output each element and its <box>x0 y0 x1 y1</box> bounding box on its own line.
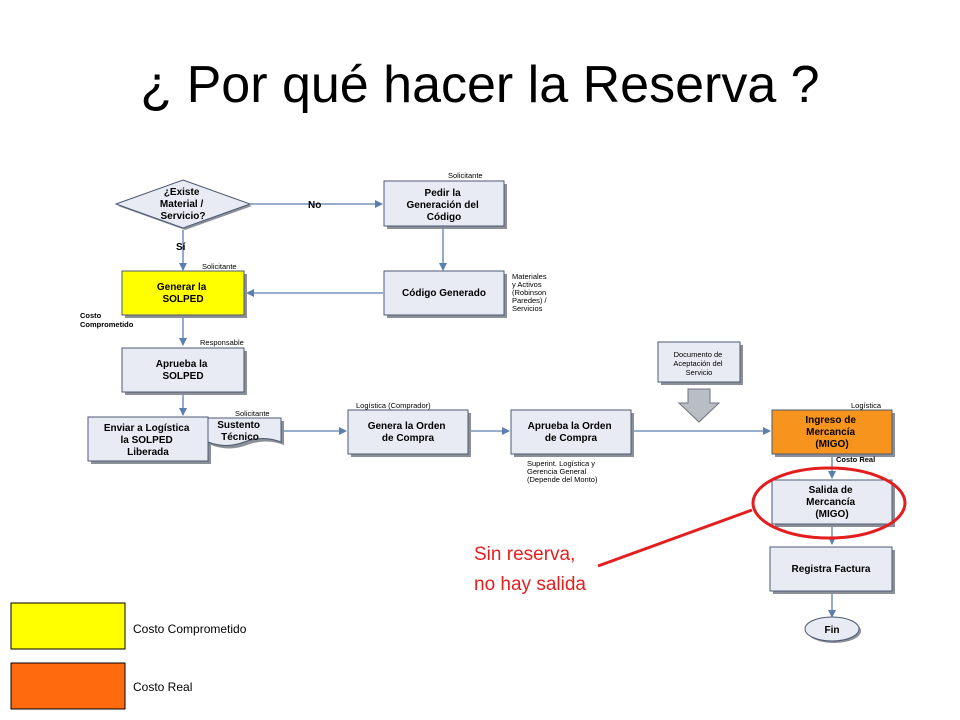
lane-label-superint-1: Superint. Logística y <box>527 459 595 468</box>
svg-text:Documento de Aceptación: Documento de Aceptación del Servicio <box>673 350 724 377</box>
svg-text:Materiales y Activos (: Materiales y Activos (Robinson Paredes) … <box>512 272 549 313</box>
node-pedir-line-3: Código <box>427 212 461 223</box>
callout-line-2: no hay salida <box>474 574 586 595</box>
legend-label-committed: Costo Comprometido <box>133 622 247 636</box>
node-existe-line-1: ¿Existe <box>164 187 200 198</box>
lane-label-solicitante-2: Solicitante <box>202 262 237 271</box>
node-existe-line-3: Servicio? <box>160 211 205 222</box>
callout-pointer-line <box>597 508 753 568</box>
node-factura-line-1: Registra Factura <box>792 564 871 575</box>
node-sustento-line-2: Técnico <box>221 432 259 443</box>
node-sustento-line-1: Sustento <box>217 420 260 431</box>
lane-label-materiales-1: Materiales <box>512 272 547 281</box>
svg-text:Costo Comprometido: Costo Comprometido <box>80 311 134 329</box>
svg-text:Sin reserva, no hay salida: Sin reserva, no hay salida <box>474 544 586 595</box>
lane-label-solicitante-3: Solicitante <box>235 409 270 418</box>
node-generar-line-1: Generar la <box>157 282 207 293</box>
node-aprueba-solped-line-1: Aprueba la <box>156 359 208 370</box>
legend: Costo Comprometido Costo Real <box>10 602 247 710</box>
node-generar-line-2: SOLPED <box>162 294 203 305</box>
node-factura: Registra Factura <box>769 546 895 594</box>
svg-text:¿Existe Material /: ¿Existe Material / Servicio? <box>160 187 206 222</box>
lane-label-responsable: Responsable <box>200 338 244 347</box>
node-salida-line-1: Salida de <box>809 485 853 496</box>
legend-swatch-committed <box>10 602 126 650</box>
lane-label-materiales-2: y Activos <box>512 280 542 289</box>
node-pedir-line-1: Pedir la <box>425 188 462 199</box>
svg-text:Sustento Técnico: Sustento Técnico <box>217 420 263 443</box>
node-generar: Generar la SOLPED <box>121 270 247 318</box>
lane-label-superint-3: (Depende del Monto) <box>527 475 598 484</box>
lane-label-materiales-4: Paredes) / <box>512 296 548 305</box>
node-codigo: Código Generado <box>383 270 507 318</box>
node-aprueba-oc: Aprueba la Orden de Compra <box>510 409 634 457</box>
node-salida: Salida de Mercancía (MIGO) <box>771 479 895 527</box>
node-fin-line-1: Fin <box>825 625 840 636</box>
node-existe-line-2: Material / <box>160 199 204 210</box>
node-aprueba-solped-line-2: SOLPED <box>162 371 203 382</box>
node-salida-line-3: (MIGO) <box>815 509 848 520</box>
svg-text:Superint. Logística y Gere: Superint. Logística y Gerencia General (… <box>527 459 598 484</box>
highlight-ellipse <box>751 466 907 540</box>
node-pedir-line-2: Generación del <box>406 200 478 211</box>
node-enviar-line-2: la SOLPED <box>120 435 172 446</box>
slide-title: ¿ Por qué hacer la Reserva ? <box>140 56 820 114</box>
node-codigo-line-1: Código Generado <box>402 288 486 299</box>
node-aprueba-oc-line-2: de Compra <box>545 433 598 444</box>
edge-label-si: Sí <box>176 242 187 253</box>
node-ingreso-line-1: Ingreso de <box>805 415 856 426</box>
lane-label-materiales-5: Servicios <box>512 304 543 313</box>
node-documento: Documento de Aceptación del Servicio <box>657 341 743 385</box>
node-salida-line-2: Mercancía <box>806 497 855 508</box>
node-ingreso-line-2: Mercancía <box>806 427 855 438</box>
node-fin: Fin <box>804 616 861 643</box>
node-genera-oc: Genera la Orden de Compra <box>347 409 471 457</box>
node-documento-line-1: Documento de <box>674 350 723 359</box>
edges <box>179 200 836 618</box>
lane-label-solicitante-1: Solicitante <box>448 171 483 180</box>
svg-text:Ingreso de Mercancía: Ingreso de Mercancía (MIGO) <box>805 415 858 450</box>
svg-text:Genera la Orden de Compr: Genera la Orden de Compra <box>368 421 449 444</box>
node-genera-oc-line-2: de Compra <box>382 433 435 444</box>
lane-label-materiales-3: (Robinson <box>512 288 546 297</box>
down-block-arrow-icon <box>677 388 721 423</box>
lane-label-costo-real: Costo Real <box>836 455 875 464</box>
edge-label-no: No <box>308 200 321 211</box>
node-sustento: Sustento Técnico <box>207 417 284 449</box>
node-enviar: Enviar a Logística la SOLPED Liberada <box>87 416 211 464</box>
node-genera-oc-line-1: Genera la Orden <box>368 421 446 432</box>
node-enviar-line-3: Liberada <box>127 447 169 458</box>
callout-line-1: Sin reserva, <box>474 544 575 565</box>
node-enviar-line-1: Enviar a Logística <box>104 423 190 434</box>
legend-label-real: Costo Real <box>133 680 192 694</box>
lane-label-costo-comprometido-1: Costo <box>80 311 102 320</box>
node-aprueba-oc-line-1: Aprueba la Orden <box>528 421 612 432</box>
lane-label-superint-2: Gerencia General <box>527 467 587 476</box>
svg-text:Generar la SOLPED: Generar la SOLPED <box>157 282 209 305</box>
node-ingreso: Ingreso de Mercancía (MIGO) <box>771 409 895 457</box>
node-existe: ¿Existe Material / Servicio? <box>114 179 252 230</box>
node-documento-line-3: Servicio <box>686 368 713 377</box>
svg-text:Aprueba la Orden de Comp: Aprueba la Orden de Compra <box>528 421 615 444</box>
legend-swatch-real <box>10 662 126 710</box>
node-documento-line-2: Aceptación del <box>673 359 723 368</box>
svg-text:Enviar a Logística la SO: Enviar a Logística la SOLPED Liberada <box>104 423 192 458</box>
lane-label-logistica-comprador: Logística (Comprador) <box>356 401 431 410</box>
svg-text:Salida de Mercancía: Salida de Mercancía (MIGO) <box>806 485 858 520</box>
node-pedir: Pedir la Generación del Código <box>383 180 507 229</box>
svg-text:Pedir la Generación del: Pedir la Generación del Código <box>406 188 481 223</box>
node-ingreso-line-3: (MIGO) <box>815 439 848 450</box>
node-aprueba-solped: Aprueba la SOLPED <box>121 347 247 395</box>
lane-label-costo-comprometido-2: Comprometido <box>80 320 134 329</box>
lane-label-logistica: Logística <box>851 401 882 410</box>
svg-text:Aprueba la SOLPED: Aprueba la SOLPED <box>156 359 210 382</box>
